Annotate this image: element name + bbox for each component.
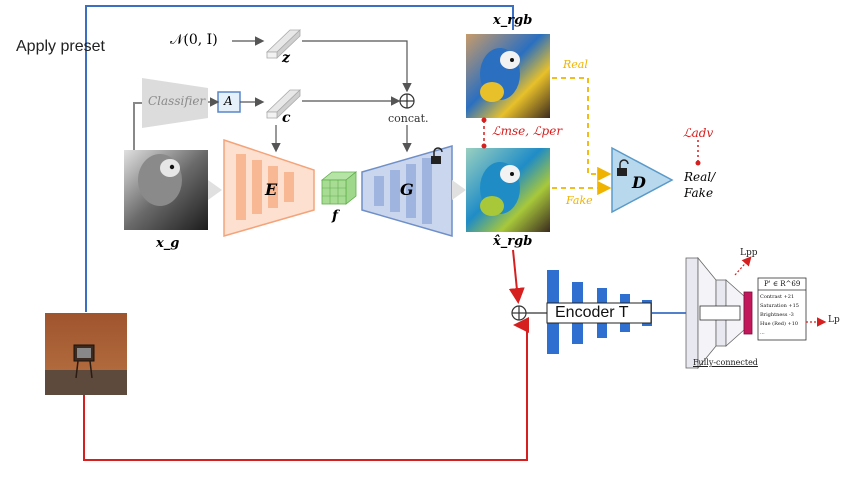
z-label: z — [282, 50, 290, 66]
generator-g-block — [361, 145, 453, 237]
fake-label: Fake — [566, 194, 593, 207]
c-label: c — [282, 110, 291, 126]
apply-preset-button[interactable]: Apply preset — [16, 38, 105, 55]
discriminator-d-block — [611, 146, 674, 214]
encoder-e-block — [223, 138, 315, 237]
generator-g-label: G — [400, 180, 414, 199]
feature-f-label: f — [332, 208, 339, 224]
image-to-classifier-line — [133, 102, 142, 150]
fully-connected-label: Fully-connected — [693, 358, 758, 367]
param-row: Contrast +21 — [760, 294, 795, 300]
c-vector-block — [266, 89, 301, 119]
parameter-box — [757, 277, 807, 341]
concat-label: concat. — [388, 112, 429, 125]
z-to-concat-arrow — [302, 40, 412, 93]
noise-label: 𝒩(0, I) — [170, 32, 218, 48]
encoder-t-label: Encoder T — [555, 304, 629, 321]
real-fake-output-label-1: Real/ — [684, 170, 716, 184]
real-label: Real — [563, 58, 588, 71]
param-row: Brightness -3 — [760, 312, 794, 318]
lpp-loss-arrow — [734, 256, 752, 276]
mse-per-loss-label: ℒmse, ℒper — [492, 124, 563, 138]
mse-per-dot-bottom — [481, 143, 487, 149]
feature-f-cube — [320, 171, 358, 205]
blue-connector-line — [85, 5, 514, 312]
unlock-icon-discriminator — [617, 159, 629, 176]
a-label: A — [224, 94, 233, 108]
param-row: ... — [760, 330, 765, 336]
lpp-label: Lpp — [740, 248, 758, 258]
image-to-encoder-pointer — [208, 180, 222, 200]
encoder-t-label-box — [546, 302, 652, 324]
generated-rgb-image — [466, 148, 550, 232]
xhat-rgb-label: x̂_rgb — [493, 234, 533, 249]
generator-to-output-pointer — [452, 180, 466, 200]
encoder-e-label: E — [265, 180, 278, 199]
red-connector-line-bottom — [83, 317, 529, 461]
adder-node — [511, 305, 527, 321]
mse-per-dot-top — [481, 117, 487, 123]
z-vector-block — [266, 29, 301, 59]
unlock-icon-generator — [431, 147, 443, 164]
target-rgb-image — [466, 34, 550, 118]
classifier-label: Classifier — [148, 94, 206, 108]
xg-label: x_g — [156, 236, 180, 251]
param-row: Saturation +15 — [760, 303, 799, 309]
real-fake-output-label-2: Fake — [684, 186, 714, 200]
concat-node — [399, 93, 415, 109]
param-row: Hue (Red) +10 — [760, 321, 799, 327]
xrgb-label: x_rgb — [493, 13, 533, 28]
discriminator-d-label: D — [632, 173, 646, 192]
adv-loss-label: ℒadv — [683, 126, 714, 140]
grayscale-input-image — [124, 150, 208, 230]
real-path-arrow — [552, 77, 612, 182]
param-box-title: P' ∈ R^69 — [764, 280, 801, 288]
tv-image — [45, 313, 127, 395]
lp-label: Lp — [828, 315, 840, 325]
classifier-block — [142, 78, 208, 128]
fully-connected-block — [685, 256, 753, 370]
red-connector-line-xhat — [508, 249, 525, 304]
adv-loss-dot — [695, 160, 701, 166]
